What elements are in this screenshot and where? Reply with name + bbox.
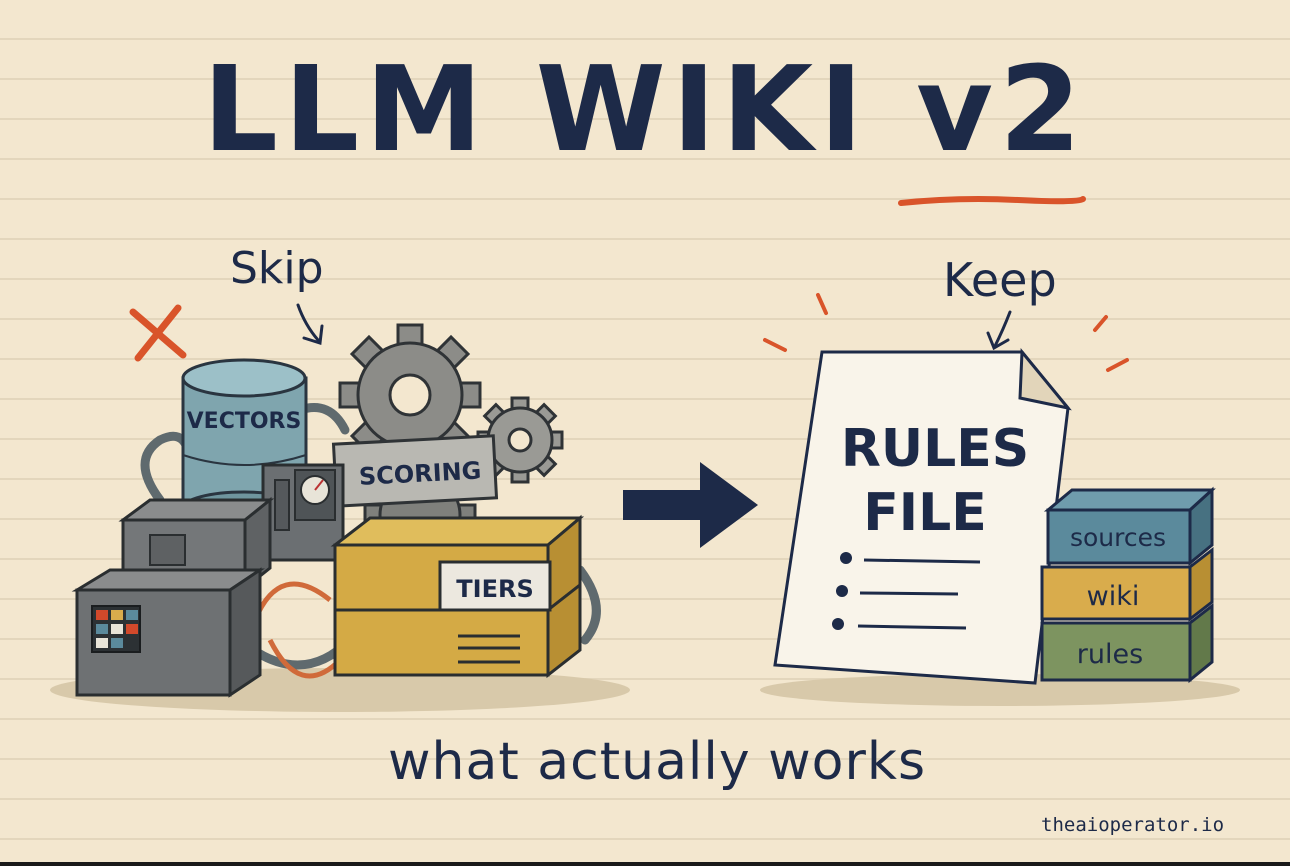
block-rules-label: rules <box>1077 639 1143 670</box>
tiers-crates: TIERS <box>330 514 585 679</box>
doc-shadow <box>760 674 1240 706</box>
footer-caption: what actually works <box>388 732 927 792</box>
sparkle-icon <box>763 293 1129 372</box>
title-version: v2 <box>916 40 1088 178</box>
block-wiki: wiki <box>1040 546 1214 623</box>
right-arrow-icon <box>623 462 758 548</box>
blocks-stack: sources wiki rules <box>1040 486 1216 684</box>
skip-label: Skip <box>230 243 324 294</box>
page-title: LLM WIKI v2 <box>0 40 1290 178</box>
block-sources-label: sources <box>1070 523 1166 552</box>
keep-arrow-icon <box>986 310 1012 351</box>
scoring-sign: SCORING <box>331 434 499 508</box>
title-main: LLM WIKI <box>202 40 870 178</box>
rules-file-document: RULES FILE <box>773 348 1072 685</box>
reject-x-icon <box>129 304 187 362</box>
tiers-label: TIERS <box>456 575 533 603</box>
scoring-label: SCORING <box>358 457 482 491</box>
grey-box-upper <box>118 496 275 592</box>
document-title-line1: RULES <box>841 419 1029 479</box>
vectors-label: VECTORS <box>187 409 302 434</box>
document-title-line2: FILE <box>863 483 987 543</box>
version-underline <box>898 196 1086 206</box>
block-sources: sources <box>1043 486 1216 567</box>
block-rules: rules <box>1040 602 1214 684</box>
grey-box-front <box>71 567 265 698</box>
credit-link[interactable]: theaioperator.io <box>1041 814 1225 836</box>
keep-label: Keep <box>943 253 1057 307</box>
gauge-box <box>261 463 345 562</box>
skip-arrow-icon <box>296 303 324 345</box>
block-wiki-label: wiki <box>1087 581 1140 612</box>
